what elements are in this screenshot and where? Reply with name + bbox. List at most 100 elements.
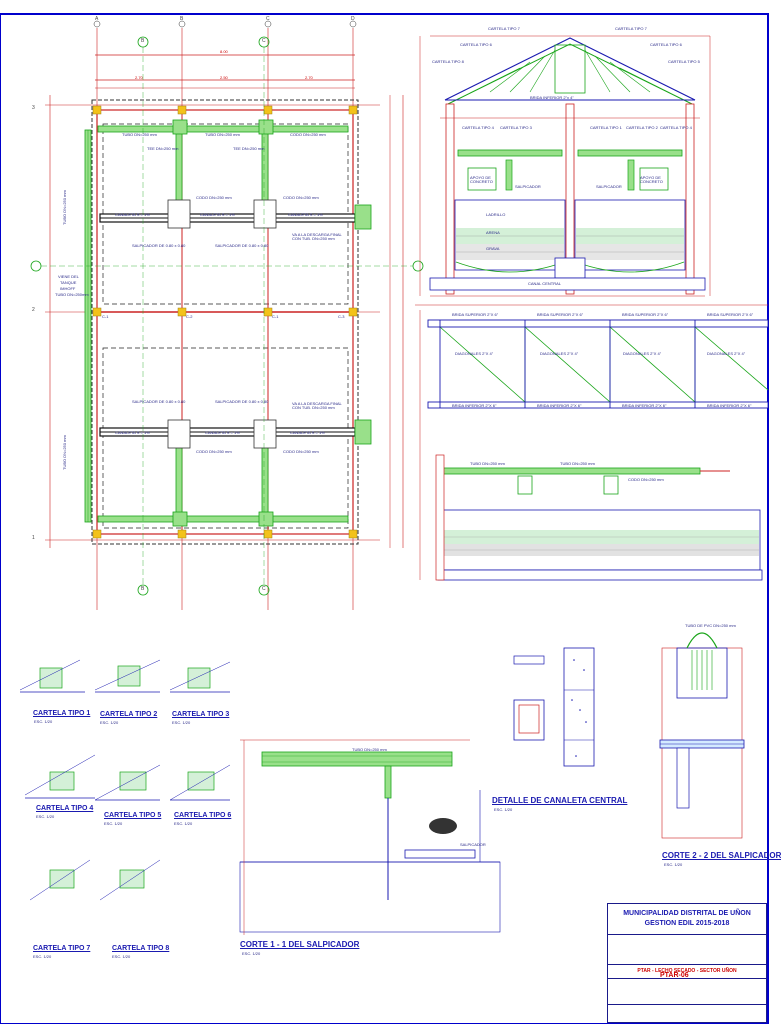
cartela-label-5: CARTELA TIPO 5 [668, 59, 700, 64]
axis-col-a: A [95, 16, 99, 22]
cartela-label-7a: CARTELA TIPO 7 [488, 26, 520, 31]
plan-column-tag-3: C-1 [272, 314, 279, 319]
plan-viene-1: VIENE DEL [58, 274, 79, 279]
section-longitudinal [415, 304, 769, 581]
cartela-label-4a: CARTELA TIPO 4 [462, 125, 494, 130]
section-cross [419, 35, 711, 297]
layer-grava: GRAVA [486, 246, 500, 251]
cartela-title-4: CARTELA TIPO 4 [36, 805, 94, 812]
cartela-details [19, 659, 231, 901]
salpicador-label-2: SALPICADOR [596, 184, 622, 189]
overall-width: 8.00 [220, 49, 228, 54]
plan-canaleta-6: CANALETA S = 1% [290, 430, 325, 435]
cartela-title-2: CARTELA TIPO 2 [100, 711, 158, 718]
plan-tee-2: TEE DN=250 mm [233, 146, 265, 151]
plan-column-tag-4: C-3 [338, 314, 345, 319]
axis-col-c: C [266, 16, 270, 22]
plan-descarga-1: VA A LA DESCARGA FINAL CON TUB. DN=250 m… [292, 232, 342, 241]
plan-salpicador-4: SALPICADOR DE 0.80 x 0.80 [215, 399, 269, 404]
project-title: PTAR - LECHO SECADO - SECTOR UÑON [637, 968, 737, 974]
sheet-code: PTAR-06 [660, 972, 689, 979]
cartela-label-8: CARTELA TIPO 8 [432, 59, 464, 64]
layer-canal-central: CANAL CENTRAL [528, 281, 561, 286]
axis-row-1: 1 [32, 535, 35, 541]
plan-tube-top-1: TUBO DN=250 mm [122, 132, 157, 137]
scale-8: ESC. 1/20 [112, 954, 131, 959]
plan-viene-2: TANQUE [60, 280, 77, 285]
scale-7: ESC. 1/20 [33, 954, 52, 959]
plan-viene-3: IMHOFF [60, 286, 76, 291]
cartela-label-2: CARTELA TIPO 2 [626, 125, 658, 130]
plan-canaleta-2: CANALETA S = 1% [200, 212, 235, 217]
brida-sup-3: BRIDA SUPERIOR 2"X 6" [622, 312, 669, 317]
diagonales-2: DIAGONALES 2"X 4" [540, 351, 579, 356]
diagonales-4: DIAGONALES 2"X 4" [707, 351, 746, 356]
corte1-salpicador-label: SALPICADOR [460, 842, 486, 847]
layer-ladrillo: LADRILLO [486, 212, 506, 217]
brida-inf-3: BRIDA INFERIOR 2"X 6" [622, 403, 667, 408]
diagonales-3: DIAGONALES 2"X 4" [623, 351, 662, 356]
section-tag-c-bottom: C [262, 586, 266, 592]
brida-inf-4: BRIDA INFERIOR 2"X 6" [707, 403, 752, 408]
apoyo-label-2: APOYO DE CONCRETO [640, 175, 663, 184]
plan-canaleta-1: CANALETA S = 1% [115, 212, 150, 217]
canaleta-detail [513, 647, 595, 767]
scale-3: ESC. 1/20 [172, 720, 191, 725]
plan-codo-top: CODO DN=250 mm [290, 132, 326, 137]
cartela-label-3: CARTELA TIPO 3 [500, 125, 532, 130]
scale-4: ESC. 1/20 [36, 814, 55, 819]
plan-tube-top-2: TUBO DN=250 mm [205, 132, 240, 137]
cartela-label-7b: CARTELA TIPO 7 [615, 26, 647, 31]
corte1-tube-label: TUBO DN=250 mm [352, 747, 387, 752]
cartela-title-7: CARTELA TIPO 7 [33, 945, 91, 952]
plan-descarga-2: VA A LA DESCARGA FINAL CON TUB. DN=250 m… [292, 401, 342, 410]
long-tube-2: TUBO DN=250 mm [560, 461, 595, 466]
bay-width-1: 2.70 [135, 75, 143, 80]
axis-row-3: 3 [32, 105, 35, 111]
plan-salpicador-1: SALPICADOR DE 0.80 x 0.80 [132, 243, 186, 248]
plan-codo-1: CODO DN=250 mm [196, 195, 232, 200]
plan-canaleta-5: CANALETA S = 1% [205, 430, 240, 435]
cartela-label-1: CARTELA TIPO 1 [590, 125, 622, 130]
plan-codo-2: CODO DN=250 mm [283, 195, 319, 200]
axis-col-b: B [180, 16, 184, 22]
long-codo: CODO DN=250 mm [628, 477, 664, 482]
cartela-label-6b: CARTELA TIPO 6 [650, 42, 682, 47]
plan-tee-1: TEE DN=250 mm [147, 146, 179, 151]
cartela-title-6: CARTELA TIPO 6 [174, 812, 232, 819]
gestion-period: GESTION EDIL 2015-2018 [644, 920, 730, 927]
brida-sup-4: BRIDA SUPERIOR 2"X 6" [707, 312, 754, 317]
section-tag-b-top: B [141, 38, 145, 44]
brida-sup-2: BRIDA SUPERIOR 2"X 6" [537, 312, 584, 317]
plan-tube-vertical-1: TUBO DN=250 mm [62, 190, 67, 225]
scale-1: ESC. 1/20 [34, 719, 53, 724]
corte2-scale: ESC. 1/20 [664, 862, 683, 867]
bay-width-2: 2.50 [220, 75, 228, 80]
axis-row-2: 2 [32, 307, 35, 313]
plan-canaleta-3: CANALETA S = 1% [288, 212, 323, 217]
brida-inf-1: BRIDA INFERIOR 2"X 6" [452, 403, 497, 408]
plan-tube-vertical-2: TUBO DN=250 mm [62, 435, 67, 470]
corte2-tube-label: TUBO DE PVC DN=250 mm [685, 623, 736, 628]
section-tag-c-top: C [262, 38, 266, 44]
axis-col-d: D [351, 16, 355, 22]
entity-name: MUNICIPALIDAD DISTRITAL DE UÑON [623, 910, 751, 917]
cartela-label-4b: CARTELA TIPO 4 [660, 125, 692, 130]
corte-2-detail [659, 632, 745, 839]
cartela-title-5: CARTELA TIPO 5 [104, 812, 162, 819]
brida-inf-2: BRIDA INFERIOR 2"X 6" [537, 403, 582, 408]
cartela-title-1: CARTELA TIPO 1 [33, 710, 91, 717]
plan-column-tag-2: C-2 [186, 314, 193, 319]
salpicador-label-1: SALPICADOR [515, 184, 541, 189]
layer-arena: ARENA [486, 230, 500, 235]
plan-canaleta-4: CANALETA S = 1% [115, 430, 150, 435]
canaleta-scale: ESC. 1/20 [494, 807, 513, 812]
scale-2: ESC. 1/20 [100, 720, 119, 725]
long-tube-1: TUBO DN=250 mm [470, 461, 505, 466]
brida-inferior-label: BRIDA INFERIOR 2"x 4" [530, 95, 574, 100]
apoyo-label-1: APOYO DE CONCRETO [470, 175, 493, 184]
scale-5: ESC. 1/20 [104, 821, 123, 826]
brida-sup-1: BRIDA SUPERIOR 2"X 6" [452, 312, 499, 317]
cartela-title-8: CARTELA TIPO 8 [112, 945, 170, 952]
title-block: MUNICIPALIDAD DISTRITAL DE UÑON GESTION … [607, 903, 767, 1023]
